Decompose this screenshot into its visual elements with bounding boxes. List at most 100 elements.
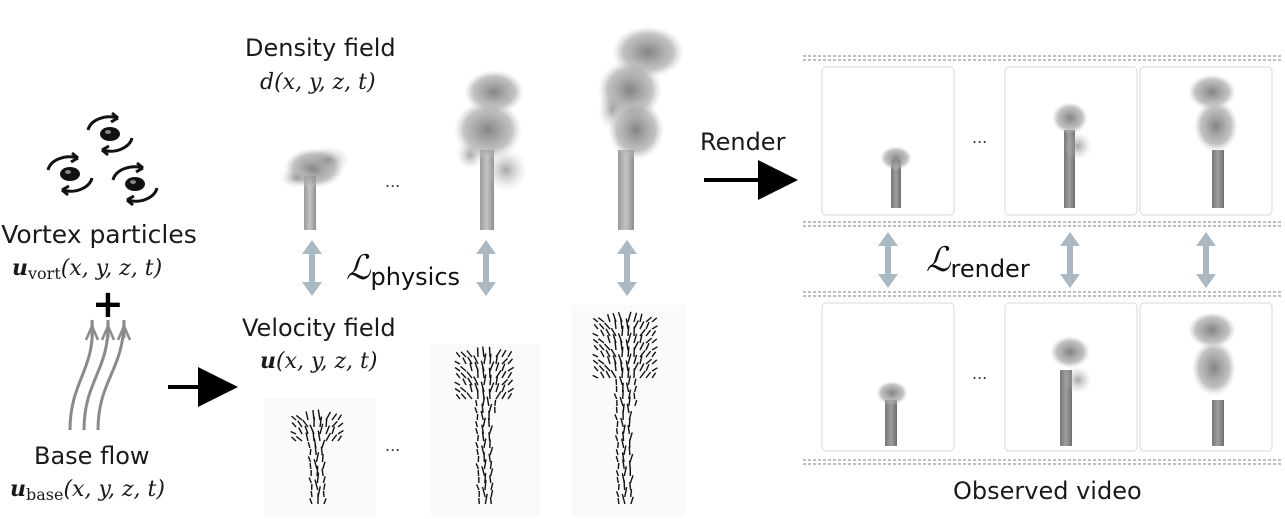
velocity-vector: [617, 462, 620, 470]
velocity-vector: [455, 351, 461, 358]
observed-frame-3: [1139, 302, 1273, 452]
base-flow-icon: [68, 319, 132, 431]
velocity-vector: [627, 325, 630, 337]
velocity-vector: [476, 448, 479, 456]
observed-frame-2: [1004, 302, 1138, 452]
velocity-vector: [302, 419, 309, 428]
velocity-vector: [489, 353, 492, 365]
velocity-vector: [639, 363, 645, 372]
velocity-vector: [291, 422, 297, 428]
velocity-vector: [466, 350, 473, 358]
velocity-vector: [633, 312, 638, 323]
velocity-vector: [606, 334, 611, 344]
base-velocity-formula: ubase(x, y, z, t): [10, 476, 165, 504]
velocity-vector: [615, 470, 619, 477]
velocity-vector: [622, 431, 625, 442]
velocity-vector: [295, 435, 303, 442]
velocity-vector: [617, 483, 620, 491]
velocity-vector: [337, 414, 343, 421]
rendered-ellipsis: ...: [972, 128, 988, 147]
velocity-vector: [633, 392, 636, 400]
observed-video-label: Observed video: [953, 477, 1142, 505]
velocity-vector: [495, 391, 502, 400]
velocity-vector: [625, 382, 630, 393]
velocity-vector: [592, 332, 599, 337]
velocity-vector: [460, 386, 467, 393]
velocity-vector: [621, 346, 624, 358]
velocity-vector: [298, 427, 303, 435]
velocity-vector: [495, 383, 500, 393]
velocity-formula: u(x, y, z, t): [260, 348, 378, 374]
velocity-vector: [321, 439, 326, 449]
velocity-vector: [480, 360, 485, 372]
velocity-vector: [484, 479, 487, 491]
vortex-icon: [86, 111, 134, 157]
velocity-vector: [307, 456, 312, 463]
velocity-vector: [489, 497, 492, 505]
vortex-icon: [46, 151, 94, 197]
velocity-vector: [317, 409, 321, 421]
velocity-vector: [495, 349, 502, 358]
velocity-vector: [297, 420, 303, 428]
velocity-vector: [323, 498, 327, 505]
velocity-vector: [598, 323, 605, 330]
velocity-vector: [337, 429, 344, 435]
velocity-vector: [322, 476, 326, 484]
velocity-vector: [606, 355, 611, 365]
velocity-vector: [501, 378, 509, 386]
velocity-vector: [630, 489, 633, 498]
velocity-vector: [481, 486, 486, 498]
velocity-vector: [488, 367, 491, 379]
velocity-vector: [323, 483, 326, 491]
velocity-vector: [313, 459, 318, 470]
velocity-vector: [325, 425, 331, 435]
velocity-vector: [621, 367, 624, 379]
velocity-vector: [603, 343, 611, 351]
velocity-vector: [307, 442, 311, 449]
velocity-vector: [604, 322, 611, 330]
velocity-vector: [616, 476, 620, 484]
velocity-vector: [507, 350, 513, 358]
velocity-vector: [322, 461, 326, 470]
velocity-vector: [507, 371, 513, 379]
velocity-vector: [630, 496, 634, 505]
physics-loss: ℒphysics: [346, 248, 461, 291]
velocity-vector: [639, 328, 646, 337]
velocity-vector: [489, 374, 492, 386]
velocity-vector: [614, 435, 619, 442]
velocity-vector: [309, 498, 313, 505]
velocity-vector: [488, 346, 491, 358]
velocity-vector: [610, 327, 617, 337]
velocity-vector: [474, 361, 479, 372]
velocity-vector: [628, 396, 631, 407]
velocity-vector: [639, 334, 643, 344]
velocity-vector: [467, 377, 473, 386]
velocity-vector: [651, 359, 658, 365]
velocity-vector: [501, 391, 507, 400]
velocity-vector: [651, 330, 657, 337]
velocity-vector: [483, 374, 487, 386]
velocity-vector: [615, 406, 618, 414]
velocity-field-label: Velocity field: [242, 314, 396, 342]
velocity-vector: [315, 452, 320, 463]
velocity-vector: [645, 337, 653, 344]
velocity-vector: [610, 348, 617, 358]
velocity-vector: [645, 342, 650, 351]
velocity-vector: [634, 399, 638, 407]
velocity-vector: [617, 354, 623, 365]
velocity-vector: [639, 313, 643, 323]
velocity-vector: [625, 318, 629, 330]
velocity-vector: [627, 346, 630, 358]
velocity-vector: [651, 372, 657, 379]
velocity-vector: [507, 358, 514, 365]
velocity-vector: [597, 338, 605, 344]
velocity-vector: [489, 446, 494, 456]
velocity-vector: [615, 449, 619, 456]
velocity-vector: [599, 371, 605, 379]
velocity-vector: [481, 445, 485, 456]
observed-frame-1: [821, 302, 955, 452]
velocity-vector: [473, 376, 479, 386]
velocity-vector: [639, 321, 645, 330]
velocity-vector: [612, 333, 617, 344]
